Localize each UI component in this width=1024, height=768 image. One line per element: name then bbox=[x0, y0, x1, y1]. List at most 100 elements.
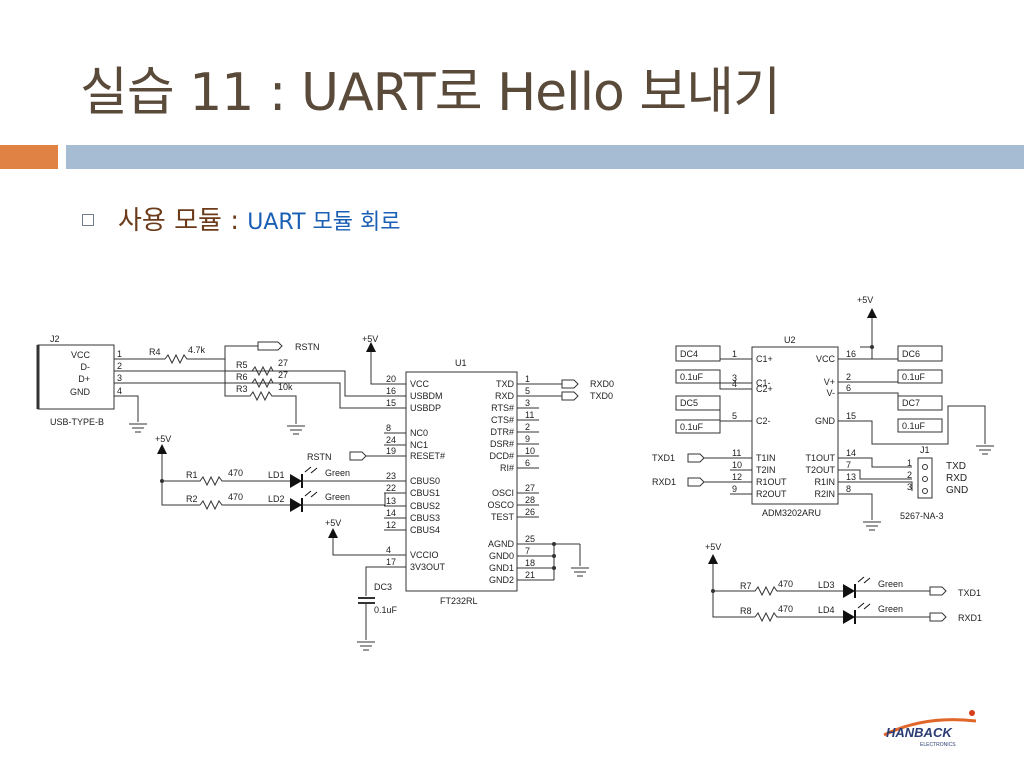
j2-num2: 2 bbox=[117, 361, 122, 371]
rxd1-out-flag-icon bbox=[929, 612, 947, 622]
accent-bar bbox=[0, 145, 58, 169]
r2-value: 470 bbox=[228, 492, 243, 502]
logo-name: HANBACK bbox=[886, 725, 953, 740]
pin-number: 10 bbox=[732, 460, 742, 470]
pin-name: T2IN bbox=[756, 465, 776, 475]
pin-name: VCC bbox=[410, 379, 430, 389]
pin-name: R1OUT bbox=[756, 477, 787, 487]
pin-number: 11 bbox=[732, 448, 741, 458]
j1-ref: J1 bbox=[920, 445, 930, 455]
u2-part: ADM3202ARU bbox=[762, 508, 821, 518]
pin-name: GND bbox=[815, 416, 836, 426]
u1-part: FT232RL bbox=[440, 596, 478, 606]
pin-number: 13 bbox=[846, 472, 856, 482]
j2-num4: 4 bbox=[117, 386, 122, 396]
r7-ref: R7 bbox=[740, 581, 752, 591]
pin-number: 15 bbox=[846, 411, 856, 421]
pin-name: 3V3OUT bbox=[410, 562, 446, 572]
pin-number: 1 bbox=[732, 349, 737, 359]
pin-number: 14 bbox=[846, 448, 856, 458]
pin-number: 22 bbox=[386, 483, 396, 493]
rxd0-label: RXD0 bbox=[590, 379, 614, 389]
r7-value: 470 bbox=[778, 579, 793, 589]
pin-number: 3 bbox=[525, 398, 530, 408]
pin-name: V+ bbox=[824, 377, 835, 387]
rxd1-in-flag-icon bbox=[687, 477, 705, 487]
pin-name: DCD# bbox=[489, 451, 514, 461]
pin-name: C2+ bbox=[756, 384, 773, 394]
j2-part: USB-TYPE-B bbox=[50, 417, 104, 427]
pin-name: DSR# bbox=[490, 439, 514, 449]
pin-number: 6 bbox=[525, 458, 530, 468]
ld3-ref: LD3 bbox=[818, 580, 835, 590]
led2-vcc-label: +5V bbox=[705, 542, 721, 552]
r3-ref: R3 bbox=[236, 384, 248, 394]
j1-num1: 1 bbox=[907, 458, 912, 468]
pin-name: GND0 bbox=[489, 551, 514, 561]
slide-title: 실습 11 : UART로 Hello 보내기 bbox=[80, 63, 781, 123]
led-vcc-label: +5V bbox=[155, 434, 171, 444]
j1-part: 5267-NA-3 bbox=[900, 511, 944, 521]
r5-value: 27 bbox=[278, 358, 288, 368]
pin-name: TEST bbox=[491, 512, 515, 522]
pin-name: CBUS0 bbox=[410, 476, 440, 486]
pin-number: 2 bbox=[846, 372, 851, 382]
u1-ref: U1 bbox=[455, 358, 467, 368]
pin-number: 25 bbox=[525, 534, 535, 544]
pin-number: 14 bbox=[386, 508, 396, 518]
pin-number: 11 bbox=[525, 410, 534, 420]
pin-number: 12 bbox=[386, 520, 396, 530]
pin-name: RI# bbox=[500, 463, 514, 473]
r1-ref: R1 bbox=[186, 470, 198, 480]
pin-name: RESET# bbox=[410, 451, 445, 461]
pin-number: 1 bbox=[525, 374, 530, 384]
j2-pin4: GND bbox=[70, 387, 91, 397]
rstn-reset: RSTN bbox=[307, 452, 332, 462]
pin-number: 27 bbox=[525, 483, 535, 493]
pin-number: 2 bbox=[525, 422, 530, 432]
u1-vcc-label: +5V bbox=[362, 334, 378, 344]
pin-name: CTS# bbox=[491, 415, 514, 425]
ld2-color: Green bbox=[325, 492, 350, 502]
pin-number: 5 bbox=[732, 411, 737, 421]
pin-number: 23 bbox=[386, 471, 396, 481]
j1-pin2: RXD bbox=[946, 473, 967, 484]
pin-number: 4 bbox=[386, 545, 391, 555]
pin-number: 8 bbox=[386, 423, 391, 433]
pin-name: R1IN bbox=[814, 477, 835, 487]
pin-name: V- bbox=[826, 388, 835, 398]
pin-number: 6 bbox=[846, 383, 851, 393]
pin-number: 5 bbox=[525, 386, 530, 396]
pin-name: R2OUT bbox=[756, 489, 787, 499]
r8-ref: R8 bbox=[740, 606, 752, 616]
pin-name: OSCO bbox=[487, 500, 514, 510]
bullet-square-icon bbox=[82, 214, 94, 226]
pin-number: 7 bbox=[846, 460, 851, 470]
ld2-ref: LD2 bbox=[268, 494, 285, 504]
txd1-out-label: TXD1 bbox=[958, 588, 981, 598]
pin-number: 19 bbox=[386, 446, 396, 456]
pin-name: T2OUT bbox=[805, 465, 835, 475]
svg-text:DC4: DC4 bbox=[680, 349, 698, 359]
pin-name: GND1 bbox=[489, 563, 514, 573]
dc6-value: 0.1uF bbox=[902, 372, 926, 382]
dc5-ref: DC5 bbox=[680, 398, 698, 408]
r3-value: 10k bbox=[278, 382, 293, 392]
txd1-in-flag-icon bbox=[687, 453, 705, 463]
u1-chip bbox=[405, 371, 518, 592]
pin-number: 16 bbox=[846, 349, 856, 359]
pin-name: RXD bbox=[495, 391, 515, 401]
dc4-value: 0.1uF bbox=[680, 372, 704, 382]
pin-number: 7 bbox=[525, 546, 530, 556]
pin-name: CBUS2 bbox=[410, 501, 440, 511]
r4-value: 4.7k bbox=[188, 345, 206, 355]
pin-name: USBDM bbox=[410, 391, 443, 401]
pin-number: 18 bbox=[525, 558, 535, 568]
u2-ref: U2 bbox=[784, 335, 796, 345]
pin-name: USBDP bbox=[410, 403, 441, 413]
r2-ref: R2 bbox=[186, 494, 198, 504]
u2-chip bbox=[751, 346, 839, 505]
pin-name: C2- bbox=[756, 416, 771, 426]
pin-number: 20 bbox=[386, 374, 396, 384]
